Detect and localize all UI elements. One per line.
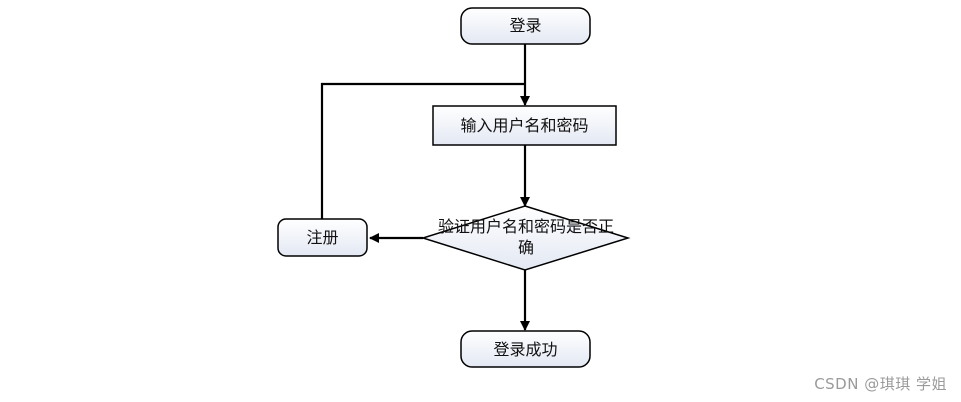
input-credentials-label: 输入用户名和密码 <box>460 116 588 135</box>
success-node-label: 登录成功 <box>493 340 557 359</box>
verify-decision-label-line2: 确 <box>518 238 534 257</box>
verify-decision-label-line1: 验证用户名和密码是否正 <box>438 217 614 236</box>
start-node: 登录 <box>460 7 591 45</box>
success-node: 登录成功 <box>460 330 591 368</box>
start-node-label: 登录 <box>509 16 541 35</box>
register-node-label: 注册 <box>306 228 338 247</box>
input-credentials-node: 输入用户名和密码 <box>432 105 617 146</box>
register-node: 注册 <box>277 218 368 257</box>
verify-decision-node: 验证用户名和密码是否正 确 <box>420 205 631 271</box>
edge-register-back-to-input <box>320 82 525 219</box>
watermark: CSDN @琪琪 学姐 <box>814 375 947 393</box>
